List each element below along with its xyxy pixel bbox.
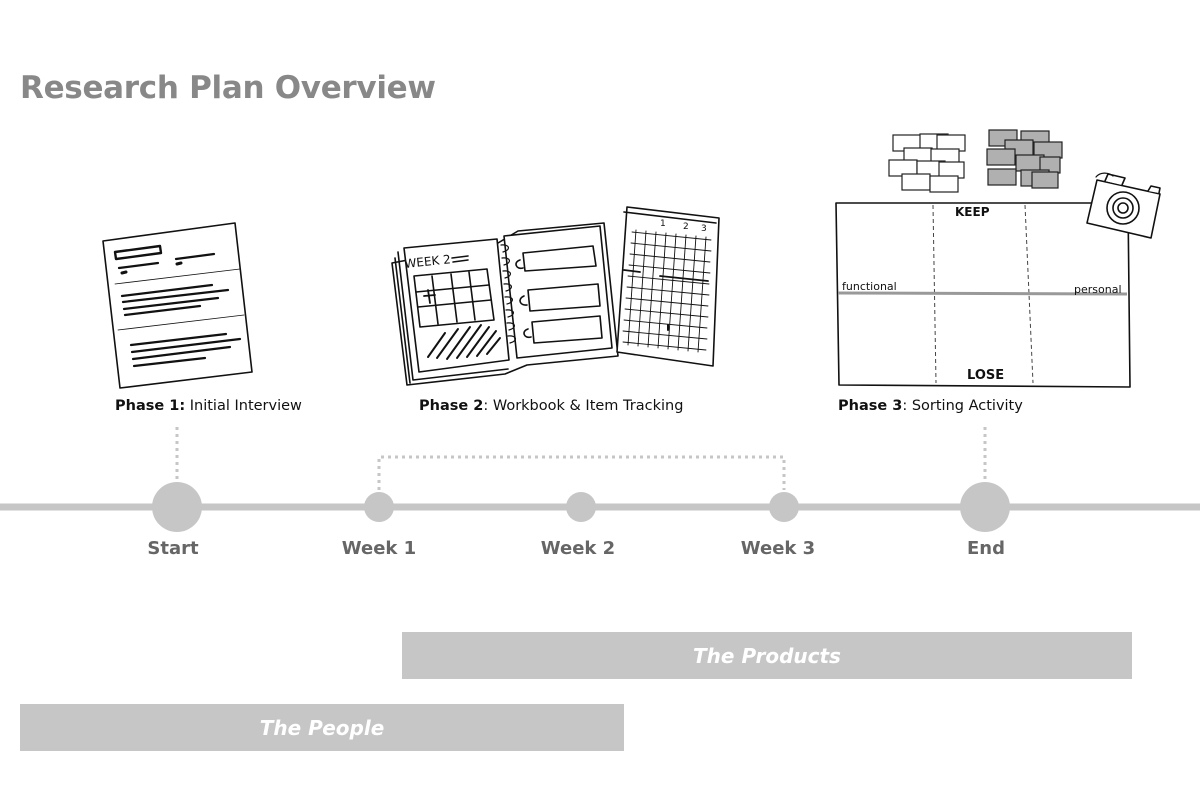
grid-number-2: 2: [683, 222, 689, 232]
timeline-node-week3: [769, 492, 799, 522]
timeline-label-week3: Week 3: [740, 538, 816, 559]
timeline-label-end: End: [967, 538, 1005, 559]
timeline-node-end: [960, 482, 1010, 532]
phase-3-name: : Sorting Activity: [902, 398, 1023, 414]
grid-number-1: 1: [660, 219, 666, 229]
timeline-label-start: Start: [147, 538, 199, 559]
workbook-week-label: WEEK 2: [404, 252, 452, 271]
page-title: Research Plan Overview: [20, 70, 436, 106]
lose-label: LOSE: [967, 368, 1004, 383]
people-band: The People: [20, 704, 624, 751]
phase-1-label: Phase 1: Initial Interview: [115, 398, 302, 414]
workbook-icon: [391, 222, 619, 386]
timeline-label-week2: Week 2: [540, 538, 616, 559]
timeline-node-week1: [364, 492, 394, 522]
functional-label: functional: [842, 280, 897, 293]
products-band-label: The Products: [693, 643, 841, 668]
grid-number-3: 3: [701, 224, 707, 234]
sorting-board-icon: [835, 202, 1131, 388]
timeline-node-week2: [566, 492, 596, 522]
timeline-node-start: [152, 482, 202, 532]
people-band-label: The People: [259, 715, 385, 740]
phase-1-prefix: Phase 1:: [115, 398, 186, 414]
products-band: The Products: [402, 632, 1132, 679]
phase2-bracket: [377, 455, 786, 490]
keep-label: KEEP: [955, 205, 990, 219]
camera-icon: [1086, 172, 1161, 239]
phase-1-name: Initial Interview: [189, 398, 302, 414]
timeline-label-week1: Week 1: [341, 538, 417, 559]
personal-label: personal: [1074, 283, 1122, 296]
phase-3-prefix: Phase 3: [838, 398, 903, 414]
phase-2-name: : Workbook & Item Tracking: [483, 398, 684, 414]
white-cards-icon: [888, 133, 966, 193]
phase-2-label: Phase 2: Workbook & Item Tracking: [419, 398, 683, 414]
phase-3-label: Phase 3: Sorting Activity: [838, 398, 1023, 414]
interview-document-icon: [102, 222, 253, 389]
grid-sheet-icon: [616, 206, 720, 367]
phase-2-prefix: Phase 2: [419, 398, 484, 414]
grey-cards-icon: [986, 129, 1063, 189]
